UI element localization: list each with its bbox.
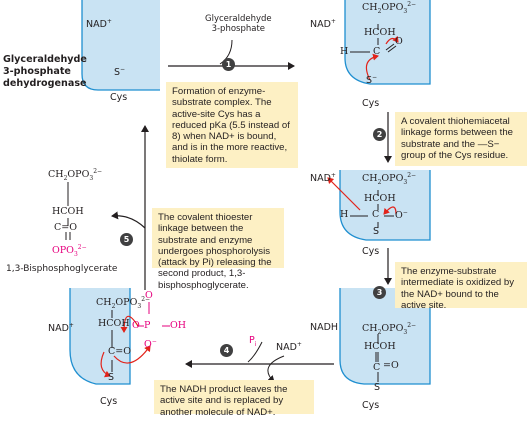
step-badge-4: 4 — [220, 344, 233, 357]
cys-label-3: Cys — [362, 246, 380, 257]
step-4-description: The NADH product leaves the active site … — [154, 380, 314, 418]
enzyme-state-5 — [0, 288, 130, 384]
substrate-label-line-1: Glyceraldehyde — [205, 14, 272, 24]
hcoh-label-5: HCOH — [98, 318, 130, 329]
enzyme-state-1 — [0, 0, 160, 90]
o-minus-label-5b: O− — [144, 338, 157, 351]
enzyme-state-5-edge — [69, 288, 131, 385]
s-label-3: S — [373, 226, 380, 237]
bonds-state-2 — [350, 24, 397, 53]
enzyme-state-4 — [302, 288, 430, 384]
pi-label: Pi — [249, 335, 257, 348]
curved-arrow-state-2 — [365, 53, 379, 81]
product-ch2opo3: CH2OPO32− — [48, 168, 103, 183]
nad-label-5: NAD+ — [48, 322, 74, 335]
c-label-2: C — [373, 46, 381, 57]
substrate-label: Glyceraldehyde 3-phosphate — [205, 14, 272, 34]
c-label-3: C — [372, 209, 380, 220]
cys-label-2: Cys — [362, 98, 380, 109]
ch2opo3-label-5: CH2OPO32− — [96, 296, 151, 311]
p-label-5: P — [144, 320, 151, 331]
oh-label-5: OH — [170, 320, 187, 331]
nad-label-2: NAD+ — [310, 18, 336, 31]
enzyme-name-line-2: 3-phosphate — [3, 66, 71, 77]
enzyme-name-line-1: Glyceraldehyde — [3, 54, 87, 65]
step-badge-3: 3 — [373, 286, 386, 299]
arrow-pi-entry — [247, 341, 263, 363]
curved-arrow-state-5b — [100, 351, 111, 378]
cys-label-5: Cys — [100, 396, 118, 407]
nad-label-step4: NAD+ — [276, 341, 302, 354]
product-label: 1,3-Bisphosphoglycerate — [6, 264, 118, 274]
ch2opo3-label-3: CH2OPO32− — [362, 172, 417, 187]
curved-arrow-state-5a — [120, 315, 139, 333]
arrow-product-release — [111, 211, 146, 229]
ch2opo3-label-2: CH2OPO32− — [362, 1, 417, 16]
enzyme-name-line-3: dehydrogenase — [3, 78, 87, 89]
c-label-5: C=O — [108, 346, 132, 357]
curved-arrow-state-2b — [385, 35, 399, 45]
hcoh-label-3: HCOH — [364, 193, 396, 204]
s-minus-label-1: S− — [114, 66, 126, 79]
s-label-5: S — [108, 372, 115, 383]
step-badge-5: 5 — [120, 233, 133, 246]
product-opo3: OPO32− — [52, 244, 87, 259]
ch2opo3-label-4: CH2OPO32− — [362, 322, 417, 337]
curved-arrow-state-3a — [327, 177, 361, 211]
step-badge-2: 2 — [373, 128, 386, 141]
nad-label-3: NAD+ — [310, 172, 336, 185]
o-minus-label-5a: O — [132, 320, 140, 331]
enzyme-state-1-edge — [81, 0, 160, 91]
nadh-label-4: NADH — [310, 322, 339, 333]
product-hcoh: HCOH — [52, 206, 84, 217]
arrow-nad-exchange — [266, 355, 285, 383]
step-badge-1: 1 — [222, 58, 235, 71]
product-c: C=O — [54, 222, 78, 233]
cys-label-1: Cys — [110, 92, 128, 103]
bonds-state-3 — [350, 190, 394, 228]
o-label-5a: O — [145, 290, 153, 301]
s-minus-label-2: S− — [366, 74, 378, 87]
substrate-label-line-2: 3-phosphate — [211, 24, 266, 34]
h-label-3: H — [340, 209, 349, 220]
hcoh-label-2: HCOH — [364, 27, 396, 38]
nad-label-1: NAD+ — [86, 18, 112, 31]
arrow-substrate-in — [219, 39, 233, 65]
bonds-state-5 — [111, 302, 170, 372]
c-label-4: C — [373, 362, 381, 373]
hcoh-label-4: HCOH — [364, 341, 396, 352]
bonds-state-4 — [375, 334, 379, 382]
bonds-product — [65, 182, 71, 240]
enzyme-name: Glyceraldehyde 3-phosphate dehydrogenase — [3, 54, 87, 90]
curved-arrow-state-3b — [383, 206, 397, 215]
o-label-4: =O — [383, 360, 399, 371]
step-1-description: Formation of enzyme-substrate complex. T… — [166, 82, 298, 168]
enzyme-state-2-edge — [344, 0, 431, 85]
h-label-2: H — [340, 46, 349, 57]
enzyme-state-3 — [302, 170, 430, 240]
o-minus-label-3: O− — [395, 209, 408, 222]
o-label-2: O — [395, 36, 403, 47]
enzyme-state-2 — [302, 0, 430, 84]
s-label-4: S — [374, 382, 381, 393]
cys-label-4: Cys — [362, 400, 380, 411]
step-3-description: The enzyme-substrate intermediate is oxi… — [395, 262, 527, 311]
curved-arrow-state-5c — [113, 345, 151, 364]
step-5-description: The covalent thioester linkage between t… — [152, 208, 284, 291]
step-2-description: A covalent thiohemiacetal linkage forms … — [395, 112, 527, 166]
enzyme-state-3-edge — [339, 170, 431, 241]
enzyme-state-4-edge — [339, 288, 431, 385]
